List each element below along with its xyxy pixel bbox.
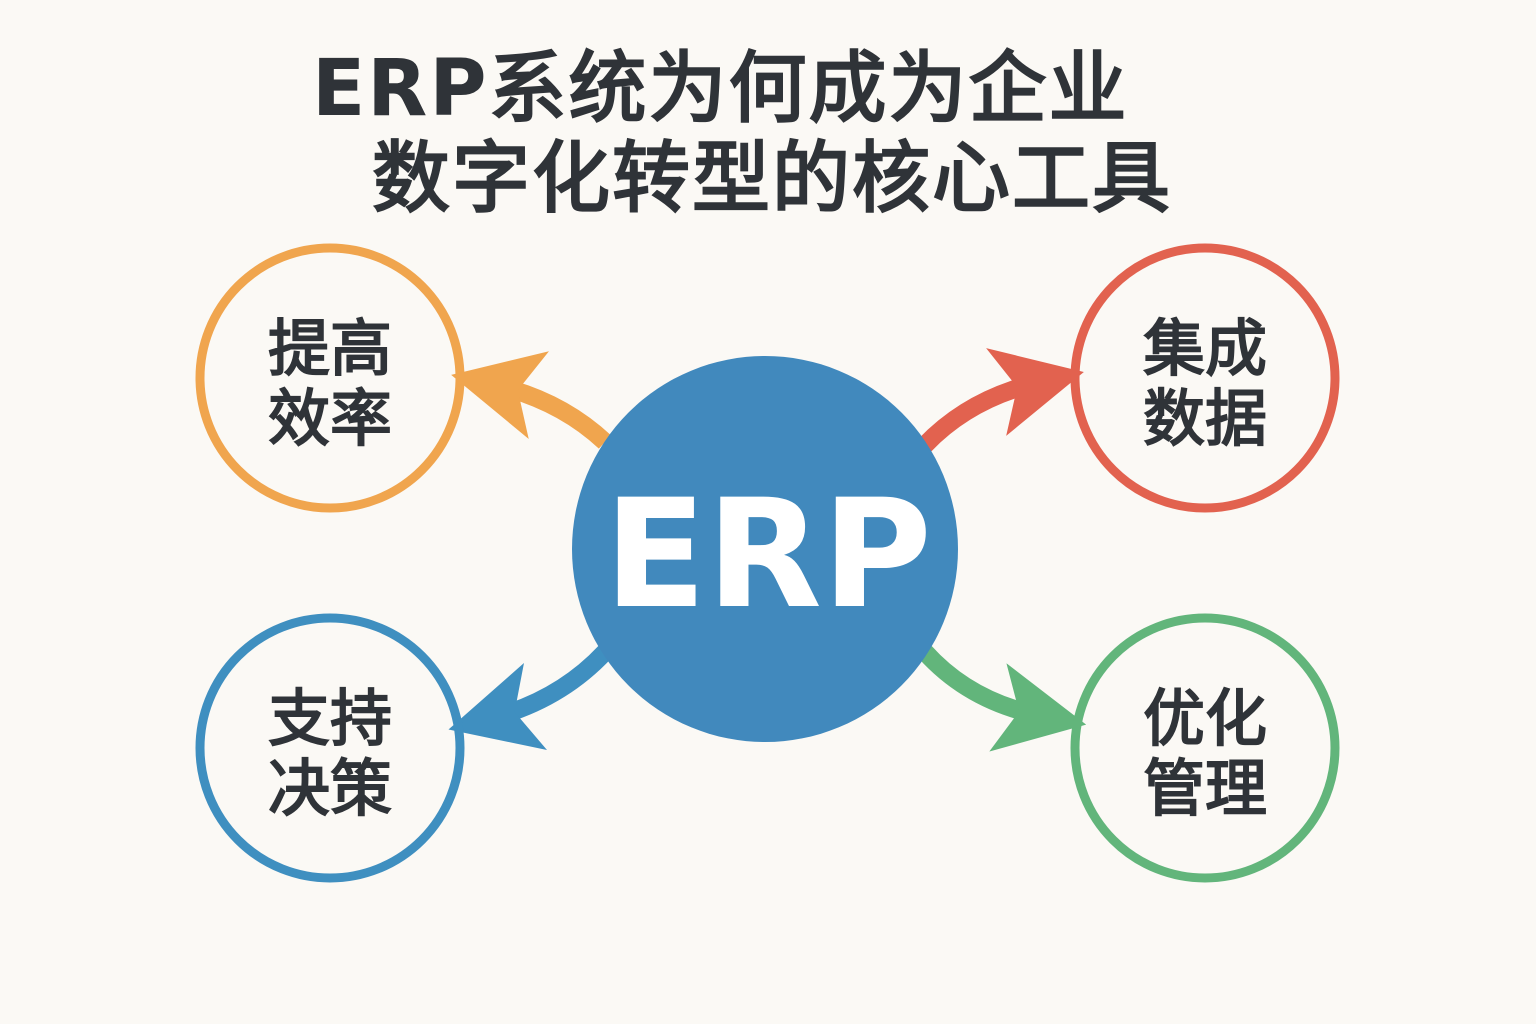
erp-center-circle: [572, 356, 958, 742]
node-label: 管理: [1143, 752, 1267, 825]
node-label: 数据: [1143, 382, 1267, 455]
node-efficiency: 提高 效率: [195, 243, 465, 513]
title-line-2: 数字化转型的核心工具: [372, 134, 1173, 224]
arrow-to-management: [918, 645, 1087, 752]
title-line-1: ERP系统为何成为企业: [312, 44, 1129, 134]
node-management: 优化 管理: [1070, 613, 1340, 883]
node-label: 效率: [268, 382, 392, 455]
arrow-to-decision: [448, 645, 612, 750]
arrow-to-data: [918, 348, 1084, 452]
node-label: 决策: [268, 752, 392, 825]
node-label: 提高: [268, 312, 392, 385]
node-decision-support: 支持 决策: [195, 613, 465, 883]
erp-label: ERP: [604, 468, 932, 642]
node-label: 优化: [1143, 682, 1267, 755]
node-data-integration: 集成 数据: [1070, 243, 1340, 513]
node-label: 集成: [1142, 312, 1267, 385]
arrow-to-efficiency: [451, 351, 612, 449]
node-label: 支持: [268, 682, 392, 755]
